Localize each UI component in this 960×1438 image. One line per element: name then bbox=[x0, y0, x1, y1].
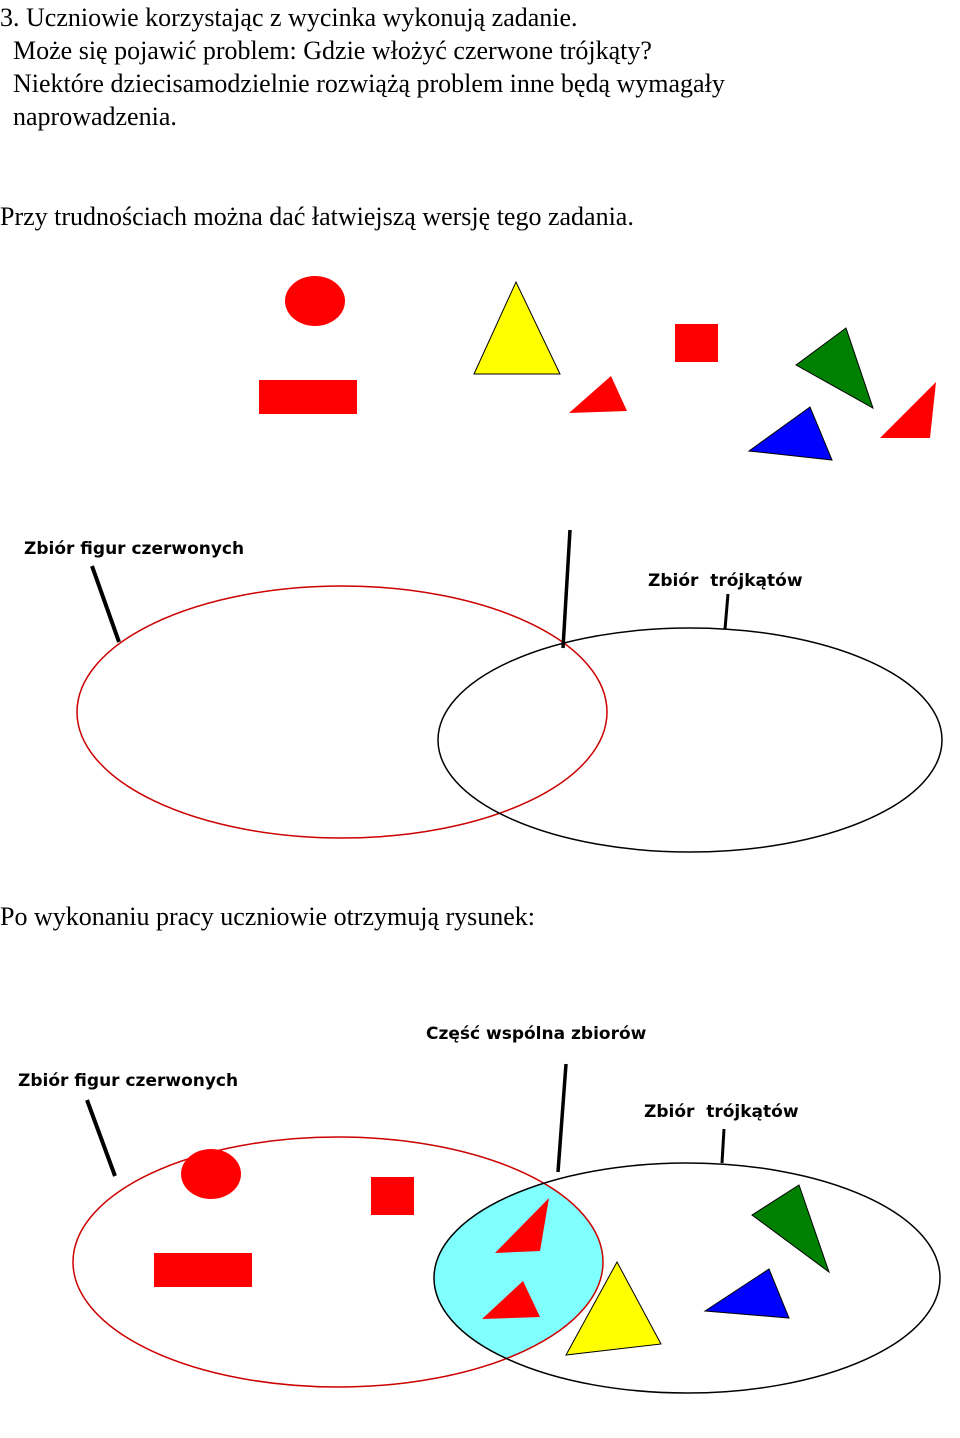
pointer-intersection bbox=[561, 529, 572, 649]
intersection-fill bbox=[434, 1163, 603, 1387]
yellow-triangle bbox=[565, 1260, 662, 1356]
red-square bbox=[371, 1177, 414, 1215]
blue-triangle bbox=[703, 1268, 790, 1319]
label-red-set: Zbiór figur czerwonych bbox=[18, 1071, 238, 1091]
yellow-triangle bbox=[473, 280, 561, 375]
easier-version-text: Przy trudnościach można dać łatwiejszą w… bbox=[0, 202, 634, 231]
red-triangle-2 bbox=[880, 382, 936, 438]
red-triangle-2 bbox=[482, 1281, 540, 1319]
triangle-set-ellipse bbox=[433, 1162, 941, 1394]
instruction-line-3: Niektóre dziecisamodzielnie rozwiążą pro… bbox=[0, 69, 725, 98]
red-set-ellipse bbox=[72, 1136, 604, 1388]
instruction-line-2: Może się pojawić problem: Gdzie włożyć c… bbox=[0, 36, 652, 65]
label-triangles: Zbiór trójkątów bbox=[648, 571, 803, 591]
label-red-set: Zbiór figur czerwonych bbox=[24, 539, 244, 559]
red-set-ellipse bbox=[76, 585, 608, 839]
red-triangle bbox=[569, 376, 627, 413]
pointer-intersection bbox=[556, 1063, 568, 1173]
pointer-red-set bbox=[90, 565, 121, 643]
red-rectangle bbox=[154, 1253, 252, 1287]
red-rectangle bbox=[259, 380, 357, 414]
pointer-triangles bbox=[723, 593, 730, 630]
red-triangle bbox=[495, 1198, 549, 1253]
instruction-line-1: 3. Uczniowie korzystając z wycinka wykon… bbox=[0, 3, 578, 32]
label-triangles: Zbiór trójkątów bbox=[644, 1102, 799, 1122]
red-circle bbox=[285, 276, 345, 326]
green-triangle bbox=[751, 1184, 830, 1274]
result-text: Po wykonaniu pracy uczniowie otrzymują r… bbox=[0, 902, 536, 931]
label-common-part: Część wspólna zbiorów bbox=[426, 1024, 647, 1044]
red-circle bbox=[181, 1149, 241, 1199]
red-square bbox=[675, 324, 718, 362]
blue-triangle bbox=[747, 406, 833, 461]
triangle-set-ellipse bbox=[437, 627, 943, 853]
pointer-triangles bbox=[720, 1128, 726, 1164]
pointer-red-set bbox=[85, 1099, 117, 1177]
cutout-diagram: Zbiór figur czerwonych Zbiór trójkątów bbox=[24, 276, 943, 853]
green-triangle bbox=[795, 327, 874, 410]
instruction-line-4: naprowadzenia. bbox=[0, 102, 177, 131]
